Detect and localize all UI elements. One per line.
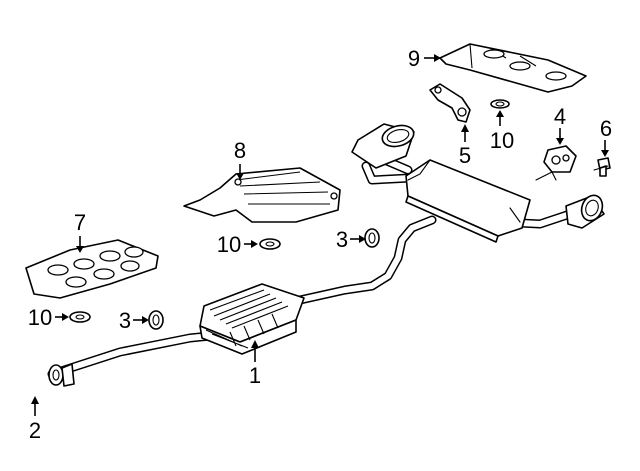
callout-5: 5 — [459, 143, 471, 168]
callout-7: 7 — [74, 210, 86, 235]
upper-heat-shield — [439, 43, 587, 93]
hanger-bracket — [429, 83, 471, 123]
rear-muffler — [351, 123, 605, 243]
callout-3-rear: 3 — [336, 227, 348, 252]
callout-arrows — [31, 54, 609, 416]
callout-3-front: 3 — [119, 308, 131, 333]
washer-10a — [69, 311, 91, 323]
callout-8: 8 — [234, 138, 246, 163]
callout-2: 2 — [29, 418, 41, 443]
bolt — [593, 157, 611, 177]
isolator — [543, 145, 577, 173]
callout-10-left: 10 — [28, 305, 52, 330]
rubber-hanger-front — [148, 310, 164, 330]
callout-6: 6 — [600, 116, 612, 141]
rubber-hanger-rear — [364, 228, 380, 248]
washer-10b — [259, 238, 281, 250]
callout-9: 9 — [408, 46, 420, 71]
front-muffler — [199, 283, 305, 355]
callout-10-upper: 10 — [490, 128, 514, 153]
callout-1: 1 — [249, 363, 261, 388]
callout-4: 4 — [554, 104, 566, 129]
front-heat-shield — [25, 239, 159, 299]
callout-10-center: 10 — [217, 232, 241, 257]
washer-10c — [490, 99, 510, 109]
center-heat-shield — [183, 167, 341, 223]
front-flange — [48, 363, 75, 387]
